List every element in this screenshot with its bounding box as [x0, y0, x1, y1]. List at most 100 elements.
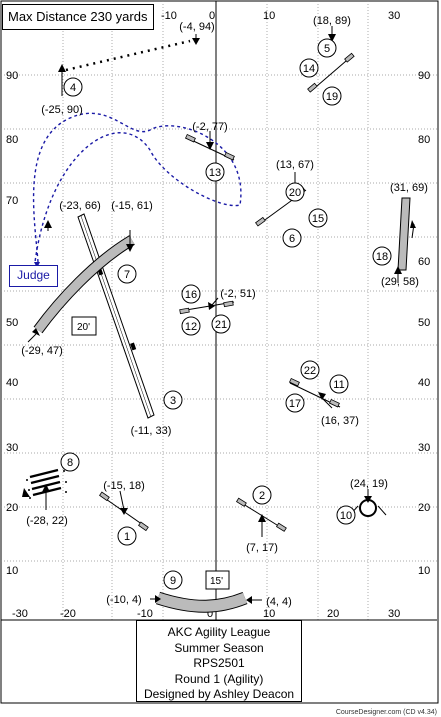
coord-label: (4, 4): [266, 596, 292, 608]
obstacle-number: 21: [215, 319, 227, 331]
distance-dots: [65, 39, 191, 72]
svg-text:30: 30: [6, 442, 18, 454]
judge-label: Judge: [9, 265, 58, 287]
svg-text:70: 70: [6, 195, 18, 207]
y-axis-right: 90 80 60 50 40 30 20 10: [418, 70, 430, 577]
obstacle-9-tunnel: [156, 592, 248, 612]
obstacle-number: 16: [185, 289, 197, 301]
obstacle-number: 22: [304, 365, 316, 377]
y-axis-left: 90 80 70 50 40 30 20 10: [6, 70, 18, 577]
svg-text:90: 90: [6, 70, 18, 82]
obstacle-number: 7: [124, 269, 130, 281]
obstacle-number: 6: [289, 233, 295, 245]
software-credit: CourseDesigner.com (CD v4.34): [335, 709, 437, 716]
obstacle-number: 9: [170, 575, 176, 587]
obstacle-number: 3: [170, 395, 176, 407]
svg-text:80: 80: [418, 134, 430, 146]
svg-text:50: 50: [418, 317, 430, 329]
tire-frame-right: [377, 505, 387, 516]
number-labels: 4 5 14 19 13 20 15 6 18 7 16 12 21 3 22 …: [67, 43, 388, 587]
svg-text:40: 40: [6, 377, 18, 389]
round-name: Round 1 (Agility): [174, 671, 264, 686]
svg-text:40: 40: [418, 377, 430, 389]
obstacle-number: 12: [185, 321, 197, 333]
coord-label: (18, 89): [313, 15, 351, 27]
obstacle-number: 18: [376, 251, 388, 263]
obstacle-number: 15: [312, 213, 324, 225]
svg-text:20: 20: [418, 502, 430, 514]
svg-text:80: 80: [6, 134, 18, 146]
obstacle-7-tunnel: [34, 236, 135, 333]
svg-text:50: 50: [6, 317, 18, 329]
x-top-tick: -10: [161, 10, 177, 22]
tunnel-length-label: 20': [77, 322, 90, 333]
coord-label: (-2, 51): [220, 288, 255, 300]
obstacle-number: 5: [324, 43, 330, 55]
x-tick: 30: [388, 608, 400, 620]
obstacle-number: 11: [333, 379, 344, 391]
obstacle-number: 10: [340, 510, 352, 522]
x-tick: -30: [12, 608, 28, 620]
svg-text:60: 60: [418, 256, 430, 268]
weave-dots: [26, 470, 67, 499]
obstacle-number: 8: [67, 457, 73, 469]
grid: [1, 1, 437, 620]
tunnel-length-box-bottom: [205, 570, 230, 590]
course-info-box: AKC Agility League Summer Season RPS2501…: [136, 620, 302, 702]
svg-text:30: 30: [418, 442, 430, 454]
obstacle-18-seesaw: [397, 197, 411, 271]
coord-label: (7, 17): [246, 542, 278, 554]
x-top-tick: 30: [388, 10, 400, 22]
coordinate-labels: (-4, 94) (18, 89) (-25, 90) (-2, 77) (13…: [21, 15, 428, 608]
x-tick: -20: [60, 608, 76, 620]
obstacle-number: 20: [289, 187, 301, 199]
coord-label: (31, 69): [390, 182, 428, 194]
coord-label: (-29, 47): [21, 345, 63, 357]
tunnel-length-label-bottom: 15': [210, 576, 223, 587]
coord-label: (-15, 61): [111, 200, 153, 212]
obstacle-number: 13: [209, 167, 221, 179]
x-tick: 20: [327, 608, 339, 620]
obstacle-number: 2: [259, 490, 265, 502]
arrow-icon: [22, 488, 30, 497]
x-tick: -10: [137, 608, 153, 620]
coord-label: (16, 37): [321, 415, 359, 427]
x-top-tick: 0: [209, 10, 215, 22]
coord-label: (-2, 77): [192, 121, 227, 133]
x-axis-bottom: -30 -20 -10 0 10 20 30: [12, 608, 400, 620]
judge-path: [32, 112, 242, 263]
svg-text:90: 90: [418, 70, 430, 82]
obstacle-number: 14: [303, 63, 315, 75]
svg-text:10: 10: [418, 565, 430, 577]
season-name: Summer Season: [174, 640, 264, 655]
course-code: RPS2501: [193, 656, 245, 671]
coord-label: (29, 58): [381, 276, 419, 288]
number-circles: [60, 38, 392, 590]
svg-text:10: 10: [6, 565, 18, 577]
coord-label: (-25, 90): [41, 104, 83, 116]
obstacle-number: 17: [289, 398, 301, 410]
designer-name: Designed by Ashley Deacon: [143, 687, 295, 702]
obstacle-number: 4: [70, 82, 76, 94]
svg-text:20: 20: [6, 502, 18, 514]
coord-label: (-10, 4): [106, 594, 141, 606]
coord-label: (-28, 22): [26, 515, 68, 527]
obstacle-number: 1: [124, 531, 130, 543]
coord-label: (-11, 33): [131, 425, 172, 437]
x-top-tick: 10: [263, 10, 275, 22]
jump-wings: [99, 52, 355, 532]
arrow-icon: [410, 220, 416, 228]
league-name: AKC Agility League: [167, 625, 271, 639]
max-distance-title: Max Distance 230 yards: [2, 4, 154, 30]
x-tick: 0: [207, 608, 213, 620]
obstacle-number: 19: [326, 91, 338, 103]
x-axis-top: -10 0 10 30: [161, 10, 400, 22]
coord-label: (-23, 66): [59, 200, 101, 212]
x-tick: 10: [263, 608, 275, 620]
coord-label: (-15, 18): [103, 480, 145, 492]
coord-label: (-4, 94): [179, 21, 214, 33]
coord-label: (13, 67): [276, 159, 314, 171]
tunnel-length-box: [71, 316, 97, 336]
coord-label: (24, 19): [350, 478, 388, 490]
